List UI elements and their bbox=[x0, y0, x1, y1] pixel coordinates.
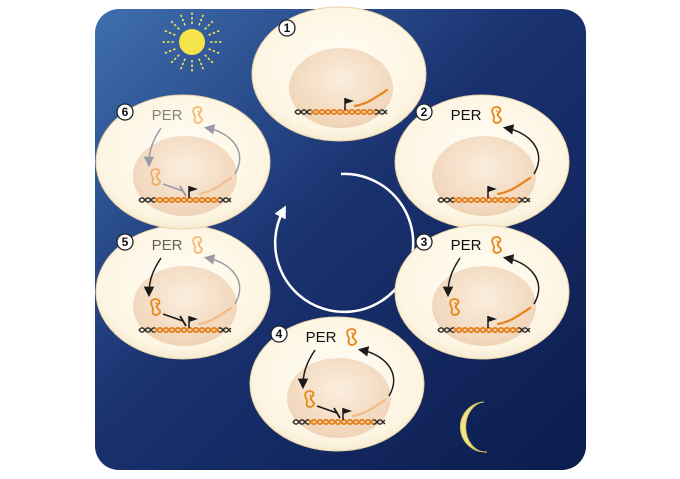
per-protein-icon bbox=[491, 106, 502, 124]
sun-ray bbox=[198, 58, 205, 71]
nucleus bbox=[133, 136, 237, 216]
repression-bar bbox=[333, 407, 341, 419]
dna-strand bbox=[138, 326, 232, 334]
sun-ray bbox=[204, 20, 214, 30]
per-protein-icon bbox=[150, 298, 161, 316]
step-number-badge bbox=[278, 19, 296, 37]
import-arrow bbox=[143, 257, 162, 298]
sun-disc bbox=[179, 29, 205, 55]
export-arrow bbox=[502, 124, 540, 175]
mrna-strand bbox=[496, 306, 532, 326]
repression-bar bbox=[179, 315, 187, 327]
export-arrow bbox=[502, 254, 540, 305]
cycle-arrow-icon bbox=[273, 172, 415, 314]
nucleus bbox=[432, 266, 536, 346]
per-protein-icon bbox=[304, 390, 315, 408]
per-protein-icon bbox=[449, 298, 460, 316]
nucleus bbox=[287, 358, 391, 438]
export-arrow bbox=[203, 254, 241, 305]
repression-line bbox=[162, 313, 184, 322]
per-protein-icon bbox=[346, 328, 357, 346]
mrna-strand bbox=[197, 176, 233, 196]
mrna-strand bbox=[197, 306, 233, 326]
sun-ray bbox=[179, 13, 186, 26]
dna-strand bbox=[292, 418, 386, 426]
crescent-moon-icon bbox=[459, 401, 488, 453]
import-arrow bbox=[297, 349, 316, 390]
step-number-badge bbox=[415, 233, 433, 251]
sun-ray bbox=[208, 48, 221, 55]
nucleus bbox=[432, 136, 536, 216]
sun-ray bbox=[163, 48, 176, 55]
promoter-flag-head bbox=[345, 98, 354, 104]
dna-strand bbox=[294, 108, 388, 116]
per-label: PER bbox=[451, 237, 482, 254]
promoter-flag-head bbox=[488, 186, 497, 192]
per-label: PER bbox=[306, 329, 337, 346]
step-number: 1 bbox=[284, 21, 291, 35]
sun-ray bbox=[163, 29, 176, 36]
sun-ray bbox=[170, 20, 180, 30]
sun-icon bbox=[162, 12, 222, 72]
export-arrow bbox=[357, 346, 395, 397]
step-number-badge bbox=[116, 233, 134, 251]
per-protein-icon bbox=[192, 106, 203, 124]
repression-bar bbox=[179, 185, 187, 197]
mrna-strand bbox=[496, 176, 532, 196]
sun-ray bbox=[204, 54, 214, 64]
step-number: 4 bbox=[276, 327, 283, 341]
cell-step-2: 2 PER bbox=[394, 94, 570, 230]
export-arrow bbox=[203, 124, 241, 175]
promoter-flag-head bbox=[189, 186, 198, 192]
mrna-strand bbox=[351, 398, 387, 418]
sun-ray bbox=[208, 29, 221, 36]
promoter-flag-head bbox=[189, 316, 198, 322]
per-label: PER bbox=[152, 107, 183, 124]
per-label: PER bbox=[152, 237, 183, 254]
step-number: 3 bbox=[421, 235, 428, 249]
step-number-badge bbox=[270, 325, 288, 343]
dna-strand bbox=[437, 326, 531, 334]
step-number: 2 bbox=[421, 105, 428, 119]
dna-strand bbox=[437, 196, 531, 204]
step-number-badge bbox=[116, 103, 134, 121]
cell-step-4: 4 PER bbox=[249, 316, 425, 452]
import-arrow bbox=[442, 257, 461, 298]
promoter-flag-head bbox=[343, 408, 352, 414]
promoter-flag-head bbox=[488, 316, 497, 322]
cell-step-6: 6 PER bbox=[95, 94, 271, 230]
per-protein-icon bbox=[491, 236, 502, 254]
cell-step-3: 3 PER bbox=[394, 224, 570, 360]
per-protein-icon bbox=[192, 236, 203, 254]
repression-line bbox=[162, 183, 184, 192]
mrna-strand bbox=[353, 88, 389, 108]
dna-strand bbox=[138, 196, 232, 204]
import-arrow bbox=[143, 127, 162, 168]
nucleus bbox=[133, 266, 237, 346]
sun-ray bbox=[179, 58, 186, 71]
sun-ray bbox=[170, 54, 180, 64]
per-protein-icon bbox=[150, 168, 161, 186]
per-label: PER bbox=[451, 107, 482, 124]
repression-line bbox=[316, 405, 338, 414]
cell-step-1: 1 bbox=[251, 6, 427, 142]
nucleus bbox=[289, 48, 393, 128]
step-number: 5 bbox=[122, 235, 129, 249]
step-number: 6 bbox=[122, 105, 129, 119]
step-number-badge bbox=[415, 103, 433, 121]
cell-step-5: 5 PER bbox=[95, 224, 271, 360]
sun-ray bbox=[198, 13, 205, 26]
